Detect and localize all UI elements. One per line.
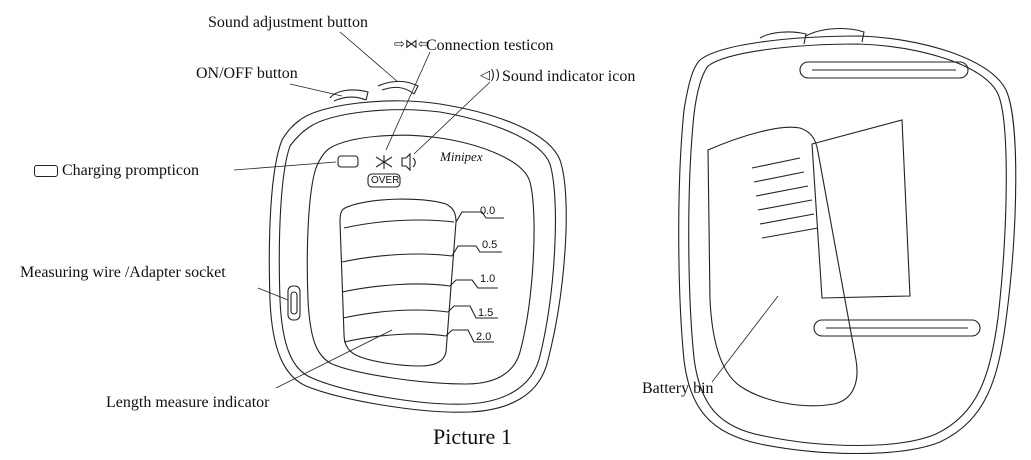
adapter-socket: [287, 285, 301, 321]
label-battery-bin: Battery bin: [642, 380, 714, 397]
front-device: [268, 80, 567, 413]
top-slot: [799, 61, 969, 79]
scale-mark-4: 2.0: [476, 331, 492, 343]
leader-lines: [233, 31, 779, 389]
over-badge: OVER: [371, 175, 400, 186]
scale-mark-0: 0.0: [480, 205, 496, 217]
label-window: [811, 119, 911, 299]
label-connection-test-icon: Connection testicon: [426, 37, 554, 54]
scale-mark-1: 0.5: [482, 239, 498, 251]
label-charging-prompt-icon: Charging prompticon: [62, 162, 200, 179]
label-sound-adjustment-button: Sound adjustment button: [208, 14, 368, 31]
sound-indicator-icon: ◁)): [480, 68, 501, 83]
sound-button-shape: [377, 80, 419, 95]
length-indicator-panel: [339, 198, 457, 367]
front-face: [306, 134, 535, 385]
scale-mark-3: 1.5: [478, 307, 494, 319]
over-badge-frame: [367, 173, 401, 188]
label-on-off-button: ON/OFF button: [196, 65, 298, 82]
front-shell-outer: [268, 100, 567, 413]
label-length-measure-indicator: Length measure indicator: [106, 394, 270, 411]
front-shell-inner: [278, 109, 556, 405]
back-shell-inner: [688, 43, 1007, 447]
on-off-button-shape: [329, 89, 369, 101]
battery-icon: [34, 162, 58, 180]
back-device: [678, 27, 1017, 455]
device-connection-indicator: [375, 155, 393, 169]
brand-logo: Minipex: [440, 149, 483, 164]
device-sound-indicator: [401, 152, 411, 172]
connection-test-icon: ⇨⋈⇦: [394, 37, 429, 52]
bottom-slot: [813, 319, 981, 337]
label-measuring-wire-socket: Measuring wire /Adapter socket: [20, 264, 226, 281]
battery-bin-cover: [707, 126, 858, 407]
back-shell-outer: [678, 35, 1017, 455]
device-charging-indicator: [337, 155, 359, 168]
label-sound-indicator-icon: Sound indicator icon: [502, 68, 636, 85]
scale-mark-2: 1.0: [480, 273, 496, 285]
figure-caption: Picture 1: [433, 424, 512, 449]
